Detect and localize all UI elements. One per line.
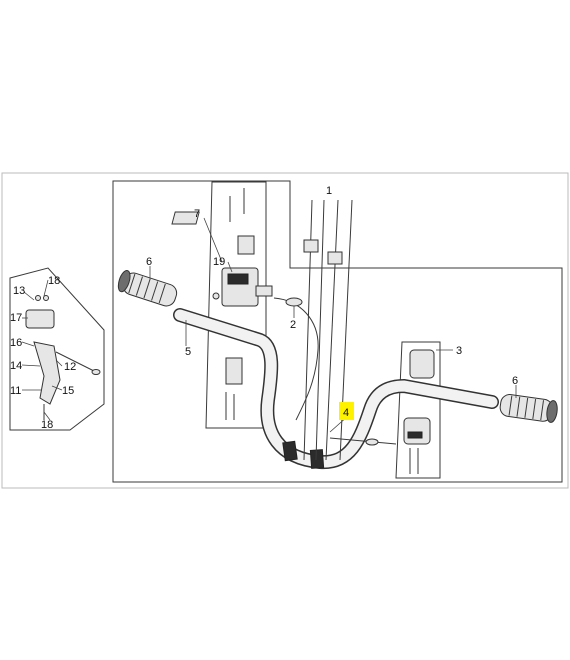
right-grip: [499, 394, 558, 423]
brake-lever-assembly: [25, 295, 101, 420]
callout-5: 5: [185, 346, 191, 358]
callout-1: 1: [326, 185, 332, 197]
harness-connector: [365, 438, 379, 446]
callout-19: 19: [213, 256, 225, 268]
throttle-housing: [171, 188, 273, 420]
handlebar-inner: [174, 309, 498, 468]
callout-7: 7: [194, 208, 200, 220]
cable-clip-left: [303, 239, 319, 253]
cable-pair-a: [303, 199, 313, 461]
outer-frame: [1, 172, 569, 489]
callout-14: 14: [10, 360, 22, 372]
handlebar-clamp-band-left: [282, 440, 298, 462]
cable-adjuster: [285, 297, 303, 307]
callout-6-right: 6: [512, 375, 518, 387]
cable-pair-c: [325, 199, 339, 461]
wire-harness: [329, 437, 397, 445]
callout-15: 15: [62, 385, 74, 397]
lever-assembly-frame: [9, 267, 105, 431]
handlebar-clamp-band-right: [309, 449, 325, 469]
callout-6-left: 6: [146, 256, 152, 268]
callout-2: 2: [290, 319, 296, 331]
callout-12: 12: [64, 361, 76, 373]
main-assembly-frame: [112, 180, 563, 483]
left-grip: [117, 270, 178, 307]
callout-4: 4: [343, 407, 349, 419]
switch-housing-frame: [395, 341, 441, 479]
callout-13: 13: [13, 285, 25, 297]
callout-18-bottom: 18: [41, 419, 53, 431]
throttle-cable: [273, 297, 319, 421]
cable-pair-b: [315, 199, 325, 461]
callout-11: 11: [10, 385, 21, 397]
switch-housing: [403, 349, 435, 474]
cable-clip-right: [327, 251, 343, 265]
highlight-box: [339, 402, 354, 420]
callout-16: 16: [10, 337, 22, 349]
callout-18-top: 18: [48, 275, 60, 287]
leader-lines: [21, 217, 517, 433]
callout-3: 3: [456, 345, 462, 357]
callout-17: 17: [10, 312, 22, 324]
